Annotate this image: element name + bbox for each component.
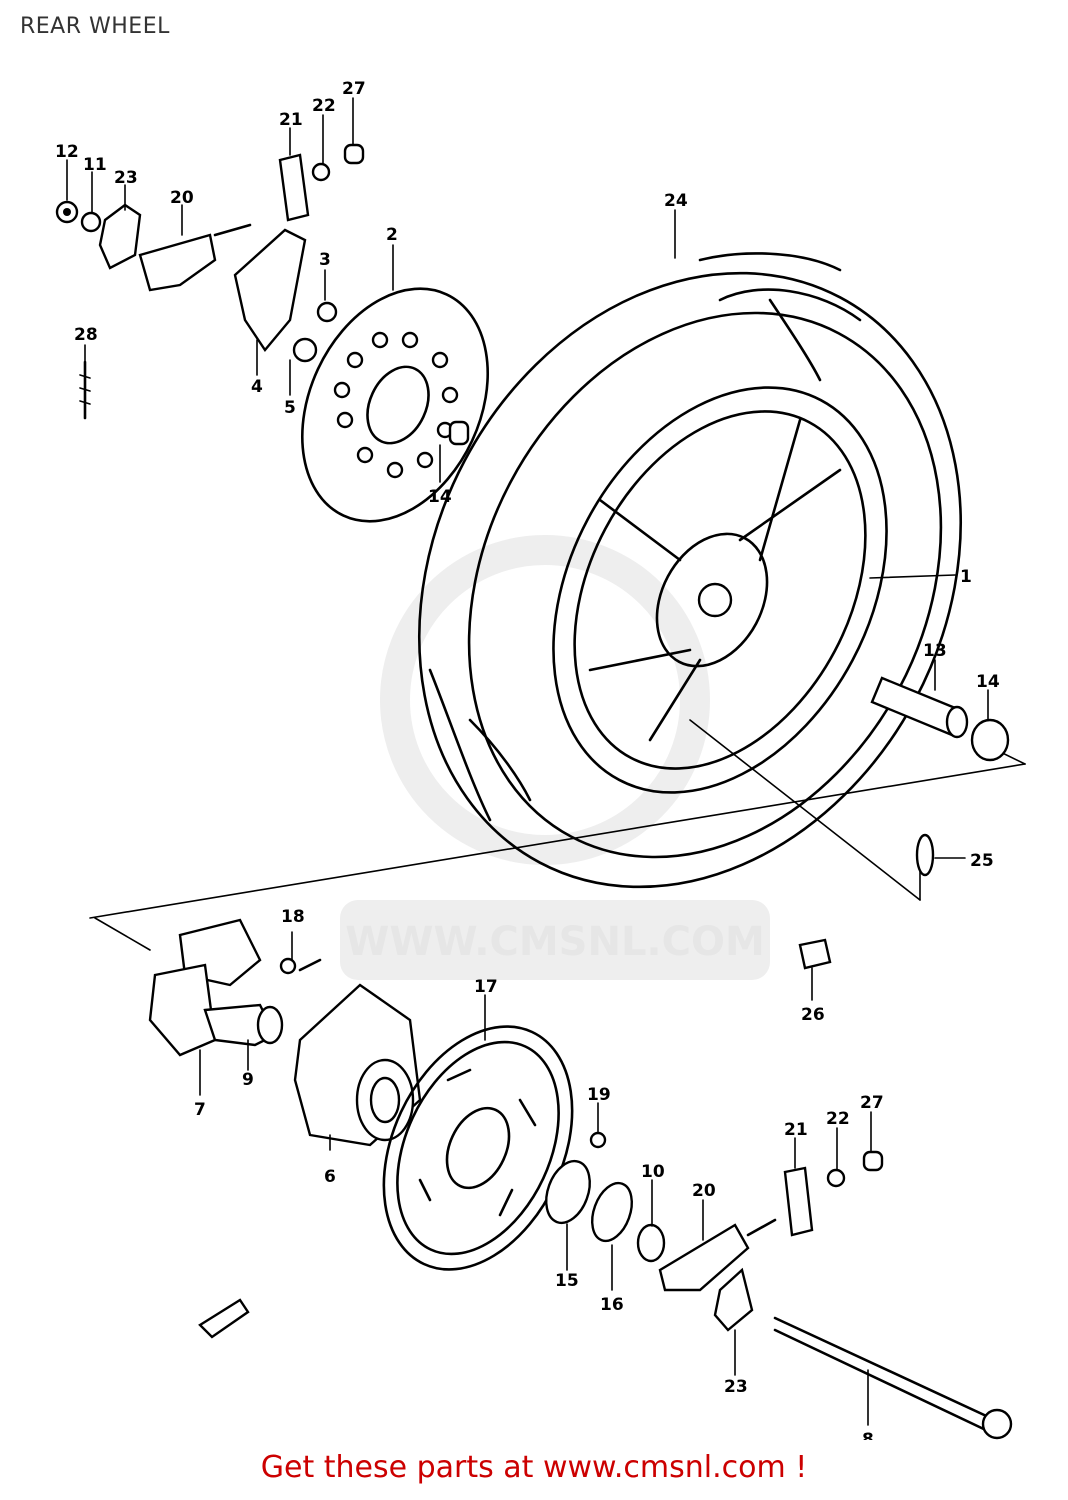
callout-10: 10 bbox=[641, 1162, 665, 1182]
callout-8: 8 bbox=[862, 1430, 874, 1440]
callout-14-bearing: 14 bbox=[976, 672, 1000, 692]
callout-26: 26 bbox=[801, 1005, 825, 1025]
callout-23-left: 23 bbox=[114, 168, 138, 188]
callout-1: 1 bbox=[960, 567, 972, 587]
callout-13: 13 bbox=[923, 641, 947, 661]
callout-21-left: 21 bbox=[279, 110, 303, 130]
rear-wheel-rim bbox=[552, 386, 888, 794]
callout-22-left: 22 bbox=[312, 96, 336, 116]
callout-18: 18 bbox=[281, 907, 305, 927]
page-title: REAR WHEEL bbox=[20, 14, 170, 39]
hub-parts bbox=[148, 918, 422, 1147]
leader-lines bbox=[66, 97, 989, 1426]
callout-23-right: 23 bbox=[724, 1377, 748, 1397]
footer-parts-link[interactable]: Get these parts at www.cmsnl.com ! bbox=[260, 1450, 808, 1485]
watermark-text: WWW.CMSNL.COM bbox=[345, 919, 765, 965]
right-adjuster-parts bbox=[545, 1150, 1013, 1440]
callout-17: 17 bbox=[474, 977, 498, 997]
callout-11: 11 bbox=[83, 155, 107, 175]
callout-20-right: 20 bbox=[692, 1181, 716, 1201]
callout-5: 5 bbox=[284, 398, 296, 418]
callout-12: 12 bbox=[55, 142, 79, 162]
callout-3: 3 bbox=[319, 250, 331, 270]
callout-15: 15 bbox=[555, 1271, 579, 1291]
brake-disc bbox=[301, 287, 489, 523]
callout-27-left: 27 bbox=[342, 79, 366, 99]
callout-9: 9 bbox=[242, 1070, 254, 1090]
callout-14-disc: 14 bbox=[428, 487, 452, 507]
left-adjuster-parts bbox=[55, 143, 365, 420]
right-axle-parts bbox=[798, 676, 1010, 970]
callout-2: 2 bbox=[386, 225, 398, 245]
callout-28: 28 bbox=[74, 325, 98, 345]
callout-7: 7 bbox=[194, 1100, 206, 1120]
callout-20-left: 20 bbox=[170, 188, 194, 208]
rear-tyre bbox=[418, 252, 962, 889]
callout-21-right: 21 bbox=[784, 1120, 808, 1140]
callout-6: 6 bbox=[324, 1167, 336, 1187]
callout-27-right: 27 bbox=[860, 1093, 884, 1113]
rear-sprocket bbox=[382, 1025, 607, 1271]
callout-4: 4 bbox=[251, 377, 263, 397]
callout-22-right: 22 bbox=[826, 1109, 850, 1129]
callout-24: 24 bbox=[664, 191, 688, 211]
callout-labels: 1 2 3 4 5 6 7 8 9 10 11 12 13 14 14 15 1… bbox=[55, 79, 1000, 1440]
watermark: WWW.CMSNL.COM bbox=[340, 535, 770, 980]
callout-25: 25 bbox=[970, 851, 994, 871]
assembly-lines bbox=[89, 719, 1026, 951]
callout-16: 16 bbox=[600, 1295, 624, 1315]
callout-19: 19 bbox=[587, 1085, 611, 1105]
parts-diagram: WWW.CMSNL.COM bbox=[55, 79, 1026, 1440]
front-direction-arrow-icon bbox=[198, 1298, 250, 1339]
